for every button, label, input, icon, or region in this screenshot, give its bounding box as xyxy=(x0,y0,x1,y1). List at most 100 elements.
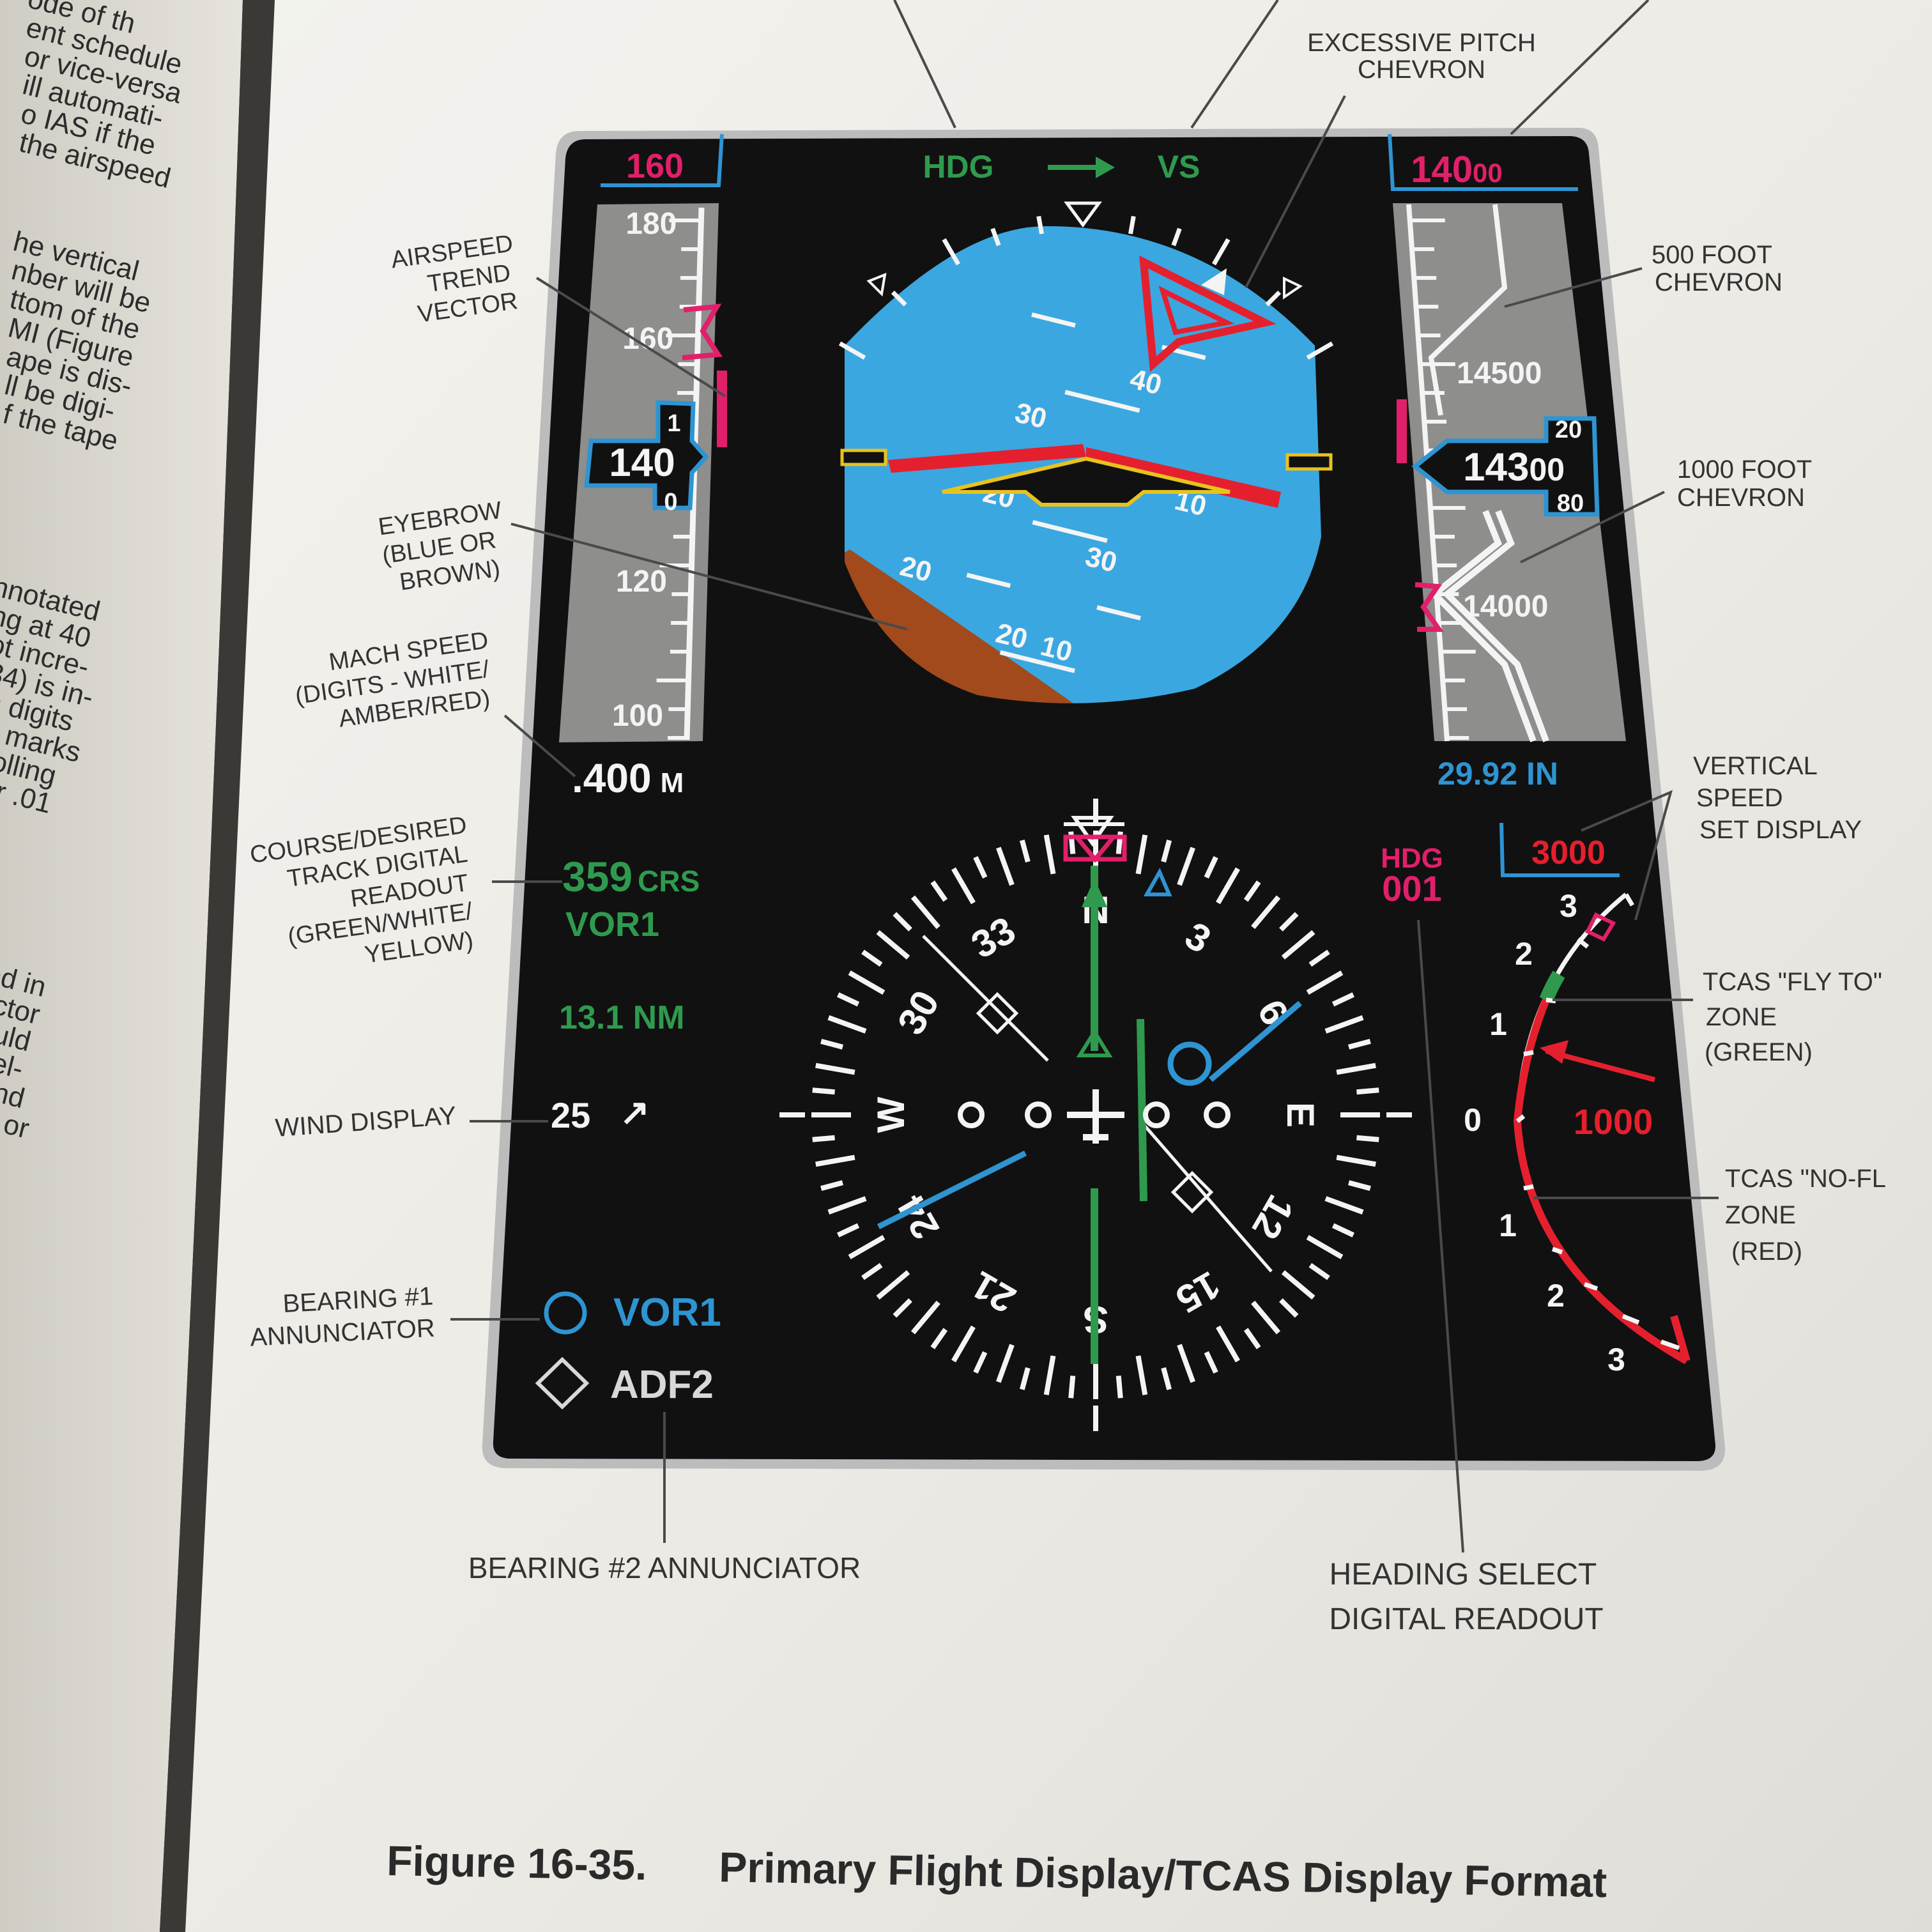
compass-tick xyxy=(951,1325,976,1363)
vs-readout: 1000 xyxy=(1574,1101,1653,1142)
pitch-label: 10 xyxy=(1038,630,1075,668)
pitch-label: 20 xyxy=(897,550,935,588)
lateral-mode: HDG xyxy=(923,149,993,185)
roll-tick xyxy=(1306,341,1334,360)
callout-fly-to-2: ZONE xyxy=(1706,1003,1777,1031)
lubber-line-icon xyxy=(1071,816,1114,847)
excessive-pitch-chevron xyxy=(1139,255,1276,372)
vsi-tick xyxy=(1551,1246,1563,1255)
flight-director-right xyxy=(1086,447,1281,508)
bearing1-source: VOR1 xyxy=(613,1291,721,1335)
compass-tick xyxy=(1281,930,1315,960)
compass-tick xyxy=(1347,1180,1371,1192)
distance-readout: 13.1 NM xyxy=(559,999,685,1036)
compass-tick xyxy=(876,930,910,960)
compass-tick xyxy=(996,1344,1015,1383)
compass-tick xyxy=(1019,839,1031,863)
nav-source: VOR1 xyxy=(565,905,659,944)
compass-tick xyxy=(1336,1154,1376,1167)
compass-tick xyxy=(1177,847,1195,886)
vsi-tick xyxy=(1621,1314,1640,1325)
compass-tick xyxy=(848,1235,885,1259)
bearing2-source: ADF2 xyxy=(610,1363,714,1407)
airspeed-readout: 140 xyxy=(609,441,675,485)
callout-no-fly-3: (RED) xyxy=(1731,1238,1802,1266)
compass-tick xyxy=(1135,1355,1148,1395)
compass-tick xyxy=(973,1351,988,1374)
course-deviation-bar xyxy=(1137,1018,1147,1202)
compass-tick xyxy=(837,1223,860,1238)
compass-label: E xyxy=(1279,1102,1322,1128)
vsi-tick xyxy=(1523,1050,1534,1057)
bearing1-pointer-tail xyxy=(877,1150,1027,1230)
tcas-no-fly-arc xyxy=(1513,998,1689,1365)
callout-500-2: CHEVRON xyxy=(1655,268,1782,296)
compass-tick xyxy=(1356,1087,1379,1095)
bearing2-pointer xyxy=(922,935,1049,1062)
pitch-line xyxy=(1031,312,1076,328)
top-annunciators: 160 HDG VS 14000 xyxy=(601,134,1578,191)
callout-vs-2: SPEED xyxy=(1696,784,1783,812)
altitude-roll-above: 20 xyxy=(1555,417,1582,443)
compass-tick xyxy=(951,867,976,905)
bearing2-diamond-icon xyxy=(535,1356,590,1410)
roll-tick xyxy=(942,238,961,266)
compass-tick xyxy=(1281,1270,1315,1300)
compass-tick xyxy=(1204,1351,1218,1374)
callout-vs-3: SET DISPLAY xyxy=(1699,816,1862,844)
compass-tick xyxy=(815,1062,855,1075)
bearing1-circle-icon xyxy=(544,1291,587,1335)
compass-tick xyxy=(815,1154,855,1167)
compass-tick xyxy=(1336,1062,1376,1075)
compass-tick xyxy=(827,1015,867,1034)
compass-tick xyxy=(1251,1300,1281,1335)
speed-target-readout: 160 xyxy=(626,147,684,185)
callout-no-fly-2: ZONE xyxy=(1725,1201,1796,1229)
compass-tick xyxy=(1243,1328,1261,1349)
pitch-line xyxy=(1096,605,1141,621)
roll-tick xyxy=(891,290,907,307)
compass-tick xyxy=(1279,1298,1299,1318)
compass-tick xyxy=(1161,839,1172,863)
callout-1000-1: 1000 FOOT xyxy=(1677,456,1812,484)
compass-tick xyxy=(1043,1355,1056,1395)
pitch-line xyxy=(1064,390,1140,413)
vs-target-bug xyxy=(1584,912,1616,942)
compass-tick xyxy=(1161,1367,1172,1390)
compass-tick xyxy=(1356,1135,1379,1142)
compass-tick xyxy=(861,1262,883,1280)
compass-tick xyxy=(848,970,885,995)
altitude-label-14500: 14500 xyxy=(1457,356,1542,390)
bearing1-pointer-head xyxy=(1209,1000,1302,1082)
heading-select-label: HDG xyxy=(1381,843,1443,874)
compass-tick xyxy=(1216,867,1240,905)
pitch-label: 30 xyxy=(1012,397,1050,434)
altitude-label-14000: 14000 xyxy=(1463,590,1548,624)
compass-tick xyxy=(1324,1015,1364,1034)
heading-select-value: 001 xyxy=(1382,868,1441,908)
callout-500-1: 500 FOOT xyxy=(1652,241,1772,269)
caption-number: Figure 16-35. xyxy=(387,1837,647,1889)
roll-tick xyxy=(1036,215,1044,234)
chevron-500 xyxy=(1428,204,1508,416)
compass-tick xyxy=(1043,834,1056,875)
callout-excessive-pitch-2: CHEVRON xyxy=(1358,56,1485,84)
callout-fly-to-1: TCAS "FLY TO" xyxy=(1703,968,1882,996)
compass-tick xyxy=(1324,1196,1364,1215)
compass-tick xyxy=(1306,970,1344,995)
vsi-tick xyxy=(1660,1339,1680,1351)
compass-tick xyxy=(837,992,860,1007)
compass-tick xyxy=(930,1328,948,1349)
compass-tick xyxy=(910,895,940,930)
callout-fly-to-3: (GREEN) xyxy=(1705,1038,1813,1066)
compass-tick xyxy=(1243,880,1261,902)
compass-tick xyxy=(1251,895,1281,930)
callout-no-fly-1: TCAS "NO-FL xyxy=(1725,1165,1886,1193)
callout-heading-select-1: HEADING SELECT xyxy=(1330,1558,1597,1591)
compass-tick xyxy=(876,1270,910,1300)
